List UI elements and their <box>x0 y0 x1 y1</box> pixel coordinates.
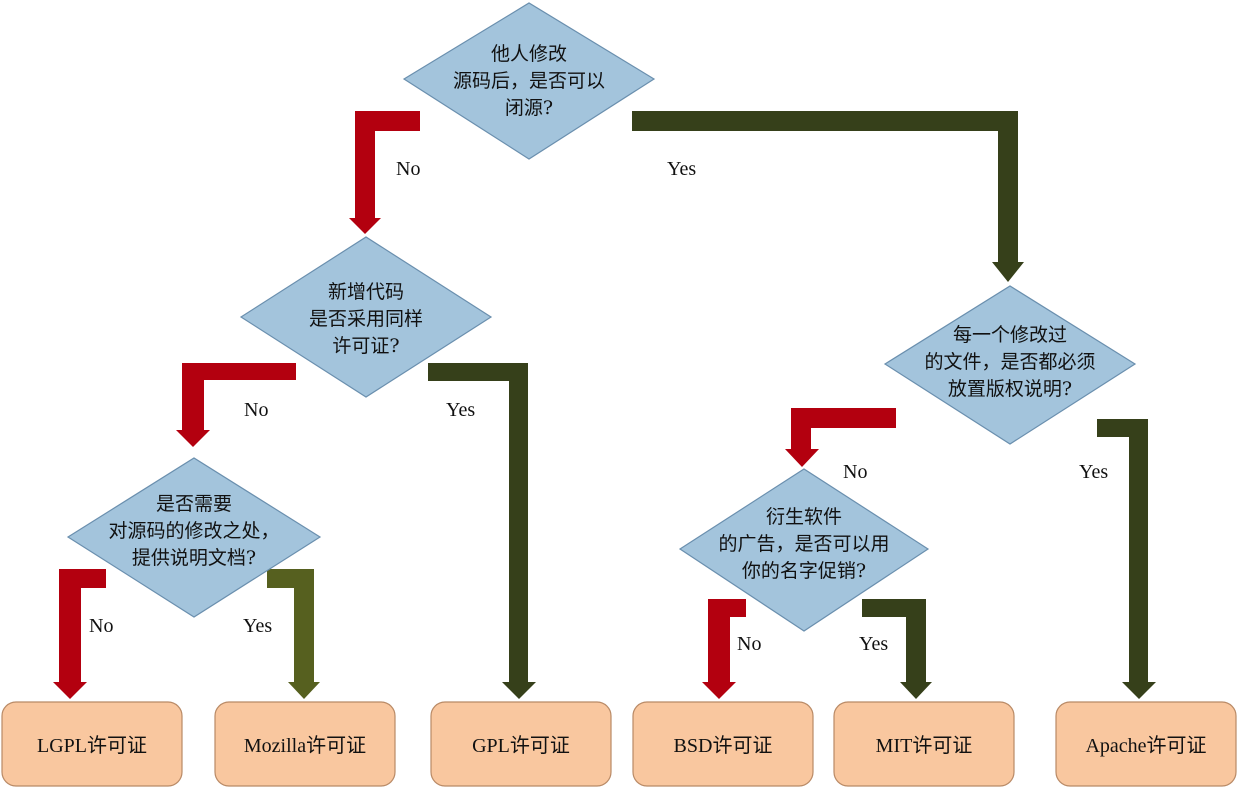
question-diamond-q4: 每一个修改过 的文件，是否都必须 放置版权说明? <box>883 285 1137 445</box>
q4-line-3: 放置版权说明? <box>948 378 1072 400</box>
q5-line-3: 你的名字促销? <box>742 560 866 582</box>
q3-line-1: 是否需要 <box>156 493 232 515</box>
license-gpl-label: GPL许可证 <box>472 734 570 757</box>
license-bsd-label: BSD许可证 <box>674 734 773 757</box>
q1-yes-arrow <box>632 111 1024 282</box>
q2-no-label: No <box>244 399 268 421</box>
license-box-gpl: GPL许可证 <box>430 701 612 787</box>
q5b-no-arrow <box>702 599 746 699</box>
q5-line-2: 的广告，是否可以用 <box>718 533 889 555</box>
question-diamond-q3: 是否需要 对源码的修改之处， 提供说明文档? <box>66 457 322 618</box>
license-apache-label: Apache许可证 <box>1085 734 1206 757</box>
q2-line-3: 许可证? <box>332 335 399 357</box>
q1-line-3: 闭源? <box>505 97 553 119</box>
q2-line-2: 是否采用同样 <box>309 308 423 330</box>
q3-line-2: 对源码的修改之处， <box>108 520 279 542</box>
q2-yes-label: Yes <box>446 399 475 421</box>
q4-yes-label: Yes <box>1079 461 1108 483</box>
license-mit-label: MIT许可证 <box>876 734 973 757</box>
license-box-mozilla: Mozilla许可证 <box>214 701 396 787</box>
q1-no-label: No <box>396 158 420 180</box>
q2-no-arrow <box>176 363 296 447</box>
q1-yes-label: Yes <box>667 158 696 180</box>
q4-no-label: No <box>843 461 867 483</box>
q4-yes-arrow <box>1097 419 1156 699</box>
q5-yes-label: Yes <box>859 633 888 655</box>
q5-no-label: No <box>737 633 761 655</box>
license-box-apache: Apache许可证 <box>1055 701 1237 787</box>
question-diamond-q2: 新增代码 是否采用同样 许可证? <box>239 236 493 398</box>
q3-line-3: 提供说明文档? <box>132 547 256 569</box>
q2-line-1: 新增代码 <box>328 281 404 303</box>
q5-no-arrow <box>785 408 896 467</box>
q3-no-arrow <box>53 569 106 699</box>
q5-yes-arrow <box>862 599 932 699</box>
q3-yes-label: Yes <box>243 615 272 637</box>
license-box-mit: MIT许可证 <box>833 701 1015 787</box>
question-diamond-q5: 衍生软件 的广告，是否可以用 你的名字促销? <box>678 468 930 632</box>
q1-line-1: 他人修改 <box>491 43 567 65</box>
license-box-lgpl: LGPL许可证 <box>1 701 183 787</box>
question-diamond-q1: 他人修改 源码后，是否可以 闭源? <box>402 2 656 160</box>
license-box-bsd: BSD许可证 <box>632 701 814 787</box>
q5-line-1: 衍生软件 <box>766 506 842 528</box>
license-lgpl-label: LGPL许可证 <box>37 734 147 757</box>
q3-yes-arrow <box>267 569 320 699</box>
q2-yes-arrow <box>428 363 536 699</box>
q3-no-label: No <box>89 615 113 637</box>
q1-no-arrow <box>349 111 420 234</box>
q4-line-2: 的文件，是否都必须 <box>924 351 1095 373</box>
q4-line-1: 每一个修改过 <box>953 324 1067 346</box>
license-mozilla-label: Mozilla许可证 <box>244 734 366 757</box>
q1-line-2: 源码后，是否可以 <box>453 70 605 92</box>
